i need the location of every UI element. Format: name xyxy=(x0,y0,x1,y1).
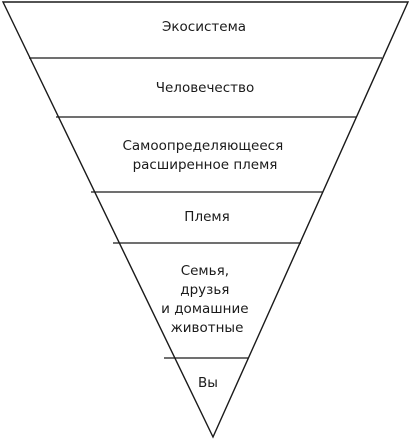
level-ecosystem: Экосистема xyxy=(162,19,246,35)
level-tribe-line-1: Племя xyxy=(184,209,229,225)
level-family-line-1: Семья, xyxy=(181,263,229,279)
level-tribe: Племя xyxy=(184,209,229,225)
level-extended-tribe-line-2: расширенное племя xyxy=(133,157,278,173)
level-extended-tribe-line-1: Самоопределяющееся xyxy=(122,138,283,154)
level-family: Семья, друзья и домашние животные xyxy=(161,263,253,336)
level-tribe-label: Племя xyxy=(184,209,229,225)
level-ecosystem-line-1: Экосистема xyxy=(162,19,246,35)
level-extended-tribe-label: Самоопределяющееся расширенное племя xyxy=(122,138,287,173)
level-humanity-label: Человечество xyxy=(156,80,255,96)
level-you-line-1: Вы xyxy=(198,375,218,391)
level-ecosystem-label: Экосистема xyxy=(162,19,246,35)
level-family-line-3: и домашние xyxy=(161,301,248,317)
level-you: Вы xyxy=(198,375,218,391)
level-family-line-2: друзья xyxy=(180,282,229,298)
level-you-label: Вы xyxy=(198,375,218,391)
level-family-label: Семья, друзья и домашние животные xyxy=(161,263,253,336)
level-extended-tribe: Самоопределяющееся расширенное племя xyxy=(122,138,287,173)
level-family-line-4: животные xyxy=(171,320,244,336)
level-humanity-line-1: Человечество xyxy=(156,80,255,96)
level-humanity: Человечество xyxy=(156,80,255,96)
